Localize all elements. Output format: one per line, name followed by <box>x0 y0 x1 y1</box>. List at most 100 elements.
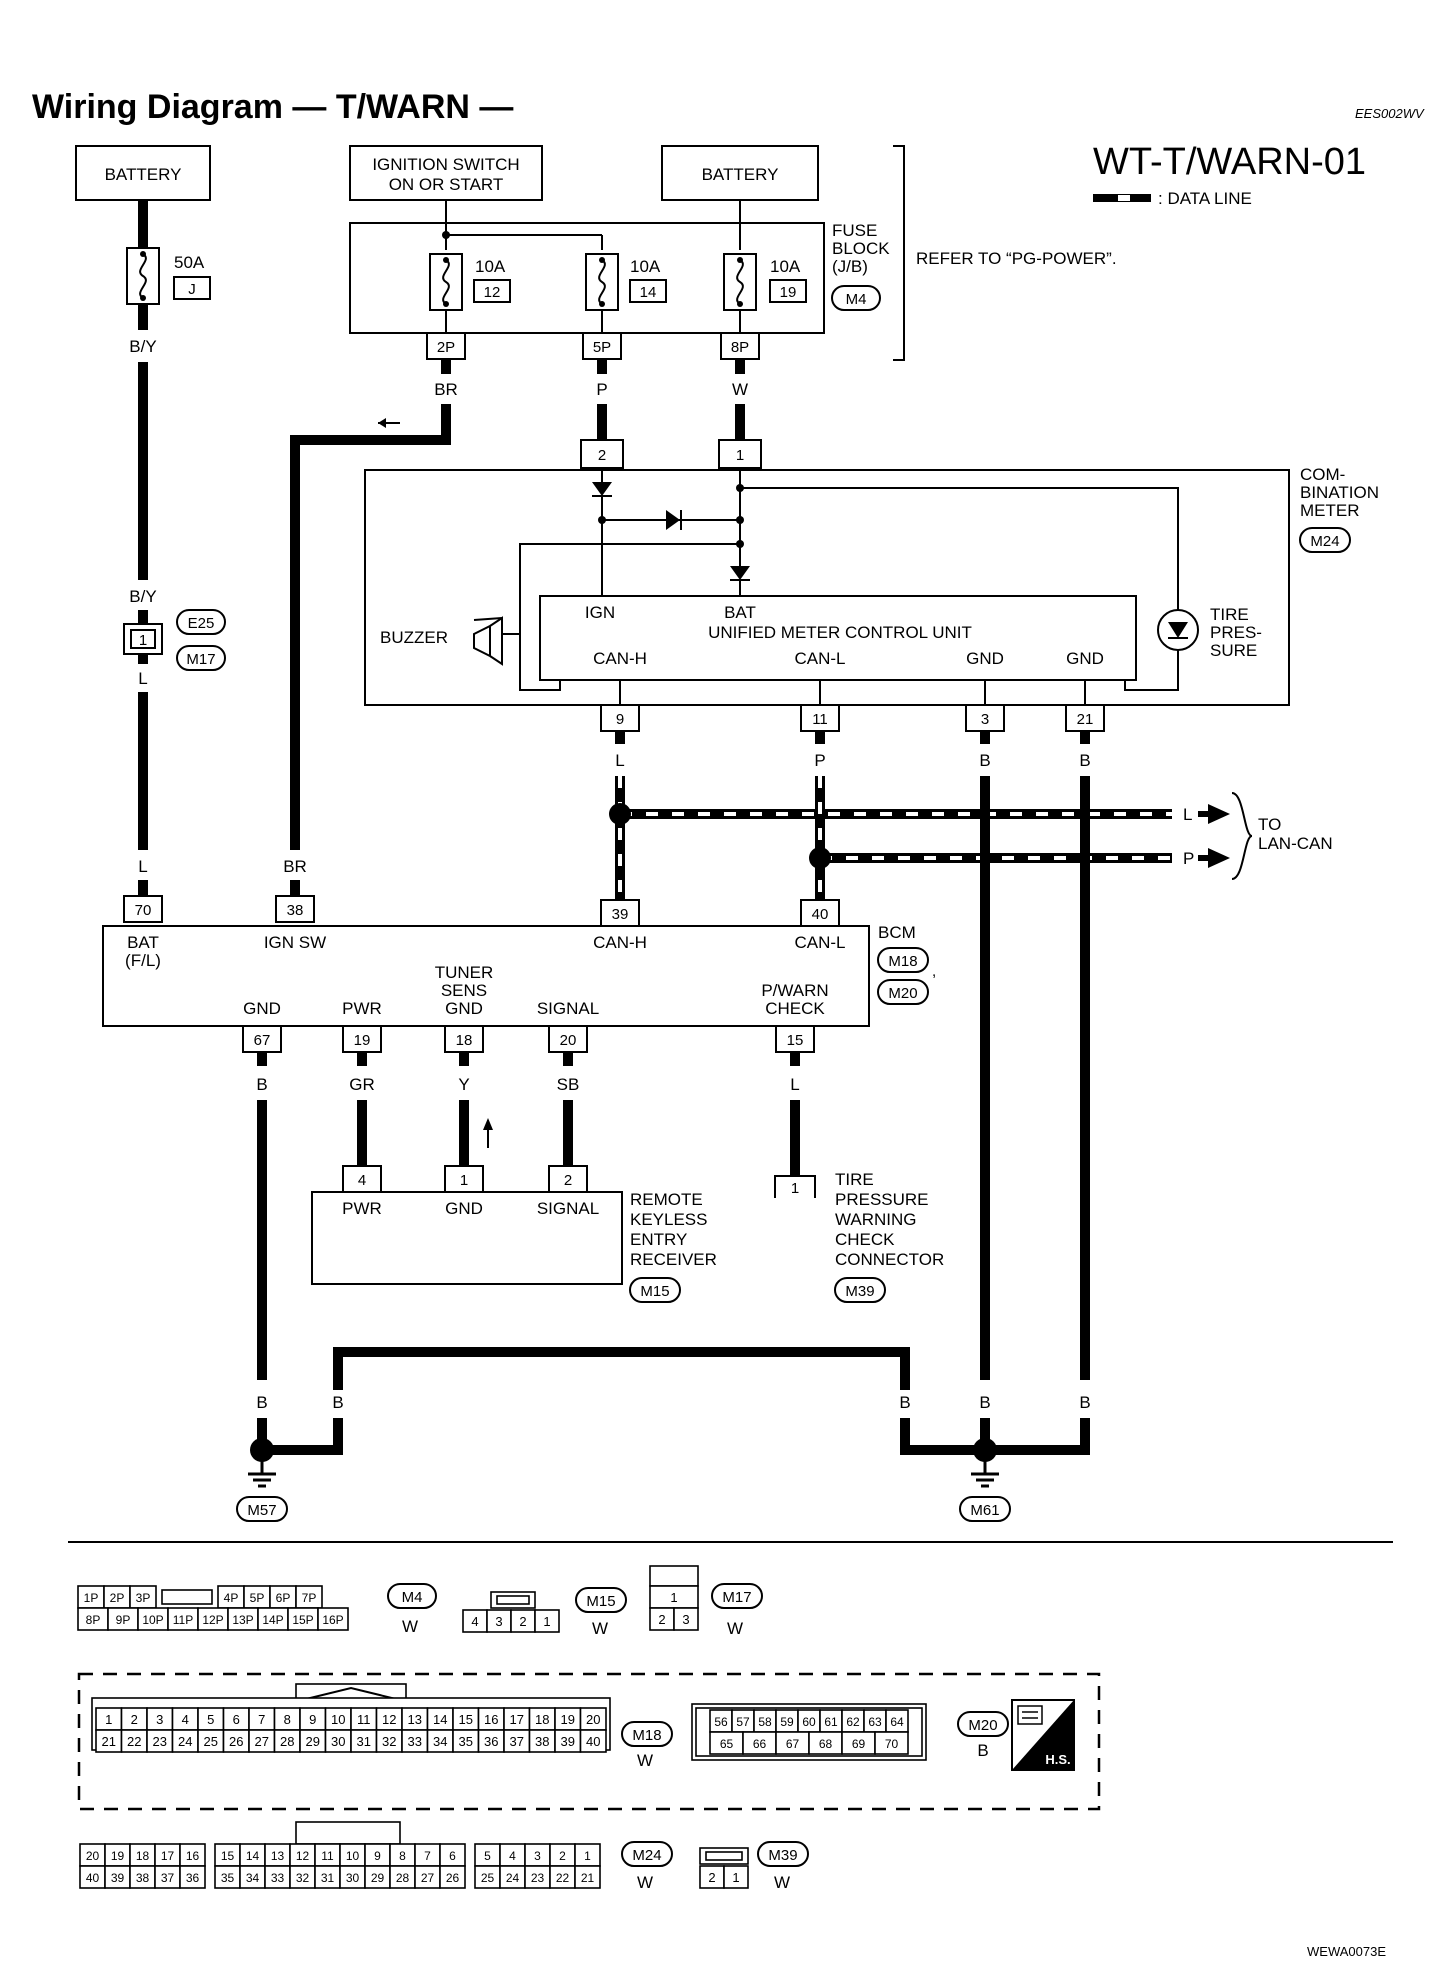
fuse-block-label-3: (J/B) <box>832 257 868 276</box>
cv-m24-cell: 3 <box>534 1849 541 1863</box>
tire-label-3: SURE <box>1210 641 1257 660</box>
meter-label-2: BINATION <box>1300 483 1379 502</box>
cv-m24-cell: 19 <box>111 1849 125 1863</box>
bcm-canl-label: CAN-L <box>794 933 845 952</box>
cv-m4-cell: 10P <box>142 1613 163 1627</box>
bcm-pin-18: 18 <box>456 1032 473 1049</box>
cv-m20-cell: 57 <box>736 1715 750 1729</box>
wire-l-label-pwarn: L <box>790 1075 799 1094</box>
tire-pressure-lamp-icon <box>1168 622 1188 638</box>
cv-m24-cell: 39 <box>111 1871 125 1885</box>
cv-m20-cell: 63 <box>868 1715 882 1729</box>
cv-m18-cell: 7 <box>258 1712 265 1727</box>
fuse-terminal-8p: 8P <box>731 339 749 356</box>
meter-bat-label: BAT <box>724 603 756 622</box>
wire-l-label-can: L <box>615 751 624 770</box>
flow-arrow-left-icon <box>378 418 386 428</box>
cv-m24-cell: 17 <box>161 1849 175 1863</box>
cv-m4-cell: 13P <box>232 1613 253 1627</box>
receiver-signal-label: SIGNAL <box>537 1199 599 1218</box>
wire-p-label-fuse: P <box>596 380 607 399</box>
data-line-legend-icon <box>1093 194 1151 202</box>
cv-m4-cell: 12P <box>202 1613 223 1627</box>
cv-m24-cell: 15 <box>221 1849 235 1863</box>
cv-m18-cell: 13 <box>408 1712 422 1727</box>
main-fuse-icon <box>126 247 160 305</box>
footer-code: WEWA0073E <box>1307 1944 1386 1959</box>
wire-w-label-fuse: W <box>732 380 748 399</box>
fuse-block-label-1: FUSE <box>832 221 877 240</box>
cv-m18-cell: 25 <box>204 1734 218 1749</box>
can-h-data-line <box>609 776 1175 900</box>
fuse-19-number: 19 <box>780 284 797 301</box>
refer-pg-power: REFER TO “PG-POWER”. <box>916 249 1117 268</box>
cv-m18-cell: 4 <box>182 1712 189 1727</box>
diode-link-icon <box>666 510 680 530</box>
wire-y-label: Y <box>458 1075 469 1094</box>
conn-m17: M17 <box>186 651 215 668</box>
cv-m20-cell: 59 <box>780 1715 794 1729</box>
receiver-pin-2: 2 <box>564 1172 572 1189</box>
main-fuse-id-box <box>173 276 211 300</box>
cv-m17-id: M17 <box>722 1589 751 1606</box>
meter-pin-1: 1 <box>736 447 744 464</box>
cv-m39-cell: 2 <box>708 1870 715 1885</box>
cv-m24-cell: 20 <box>86 1849 100 1863</box>
cv-m18-cell: 23 <box>153 1734 167 1749</box>
cv-m24-cell: 11 <box>321 1849 334 1863</box>
bcm-tuner-label-1: TUNER <box>435 963 494 982</box>
intermediate-pin: 1 <box>139 632 147 649</box>
diagram-title: Wiring Diagram — T/WARN — <box>32 88 513 126</box>
diagram-id: WT-T/WARN-01 <box>1093 141 1366 183</box>
wire-br-label-fuse: BR <box>434 380 458 399</box>
cv-m24-cell: 7 <box>424 1849 431 1863</box>
cv-m18-cell: 31 <box>357 1734 371 1749</box>
buzzer-label: BUZZER <box>380 628 448 647</box>
bcm-pin-67: 67 <box>254 1032 271 1049</box>
wire-br-ign <box>290 404 451 850</box>
meter-gnd2-label: GND <box>1066 649 1104 668</box>
diagram-code: EES002WV <box>1355 106 1425 121</box>
bcm-signal-label: SIGNAL <box>537 999 599 1018</box>
lan-wire-p: P <box>1183 849 1194 868</box>
lan-wire-l: L <box>1183 805 1192 824</box>
cv-m39-color: W <box>774 1873 790 1892</box>
cv-m4-cell: 8P <box>86 1613 101 1627</box>
cv-m39-cell: 1 <box>732 1870 739 1885</box>
cv-m20-cell: 61 <box>824 1715 838 1729</box>
cv-m20-cell: 67 <box>786 1737 800 1751</box>
meter-label-3: METER <box>1300 501 1360 520</box>
cv-m18-cell: 37 <box>510 1734 524 1749</box>
cv-m15-cell: 3 <box>495 1614 502 1629</box>
meter-pin-9: 9 <box>616 711 624 728</box>
cv-m18-cell: 22 <box>127 1734 141 1749</box>
check-connector-pin: 1 <box>791 1180 799 1197</box>
wire-br-label-bcm: BR <box>283 857 307 876</box>
meter-label-1: COM- <box>1300 465 1345 484</box>
cv-m20-cell: 62 <box>846 1715 860 1729</box>
battery-right-box <box>661 145 819 201</box>
battery-right-label: BATTERY <box>702 165 779 184</box>
cv-m24-color: W <box>637 1873 653 1892</box>
cv-m18-cell: 21 <box>102 1734 116 1749</box>
cv-m24-cell: 4 <box>509 1849 516 1863</box>
cv-m20-cell: 70 <box>885 1737 899 1751</box>
cv-m4-cell: 4P <box>224 1591 239 1605</box>
cv-m18-cell: 8 <box>284 1712 291 1727</box>
hs-connector-group <box>77 1672 1101 1811</box>
cv-m18-cell: 40 <box>586 1734 600 1749</box>
check-label-3: WARNING <box>835 1210 917 1229</box>
meter-unit-label: UNIFIED METER CONTROL UNIT <box>708 623 972 642</box>
can-l-data-line <box>809 776 1175 900</box>
bcm-pin-40: 40 <box>812 906 829 923</box>
cv-m24-cell: 25 <box>481 1871 495 1885</box>
lan-label-2: LAN-CAN <box>1258 834 1333 853</box>
lan-label-1: TO <box>1258 815 1281 834</box>
bcm-pin-70: 70 <box>135 902 152 919</box>
meter-canh-label: CAN-H <box>593 649 647 668</box>
cv-m15-cell: 1 <box>543 1614 550 1629</box>
cv-m4-cell: 9P <box>116 1613 131 1627</box>
diode-bat-icon <box>730 566 750 580</box>
